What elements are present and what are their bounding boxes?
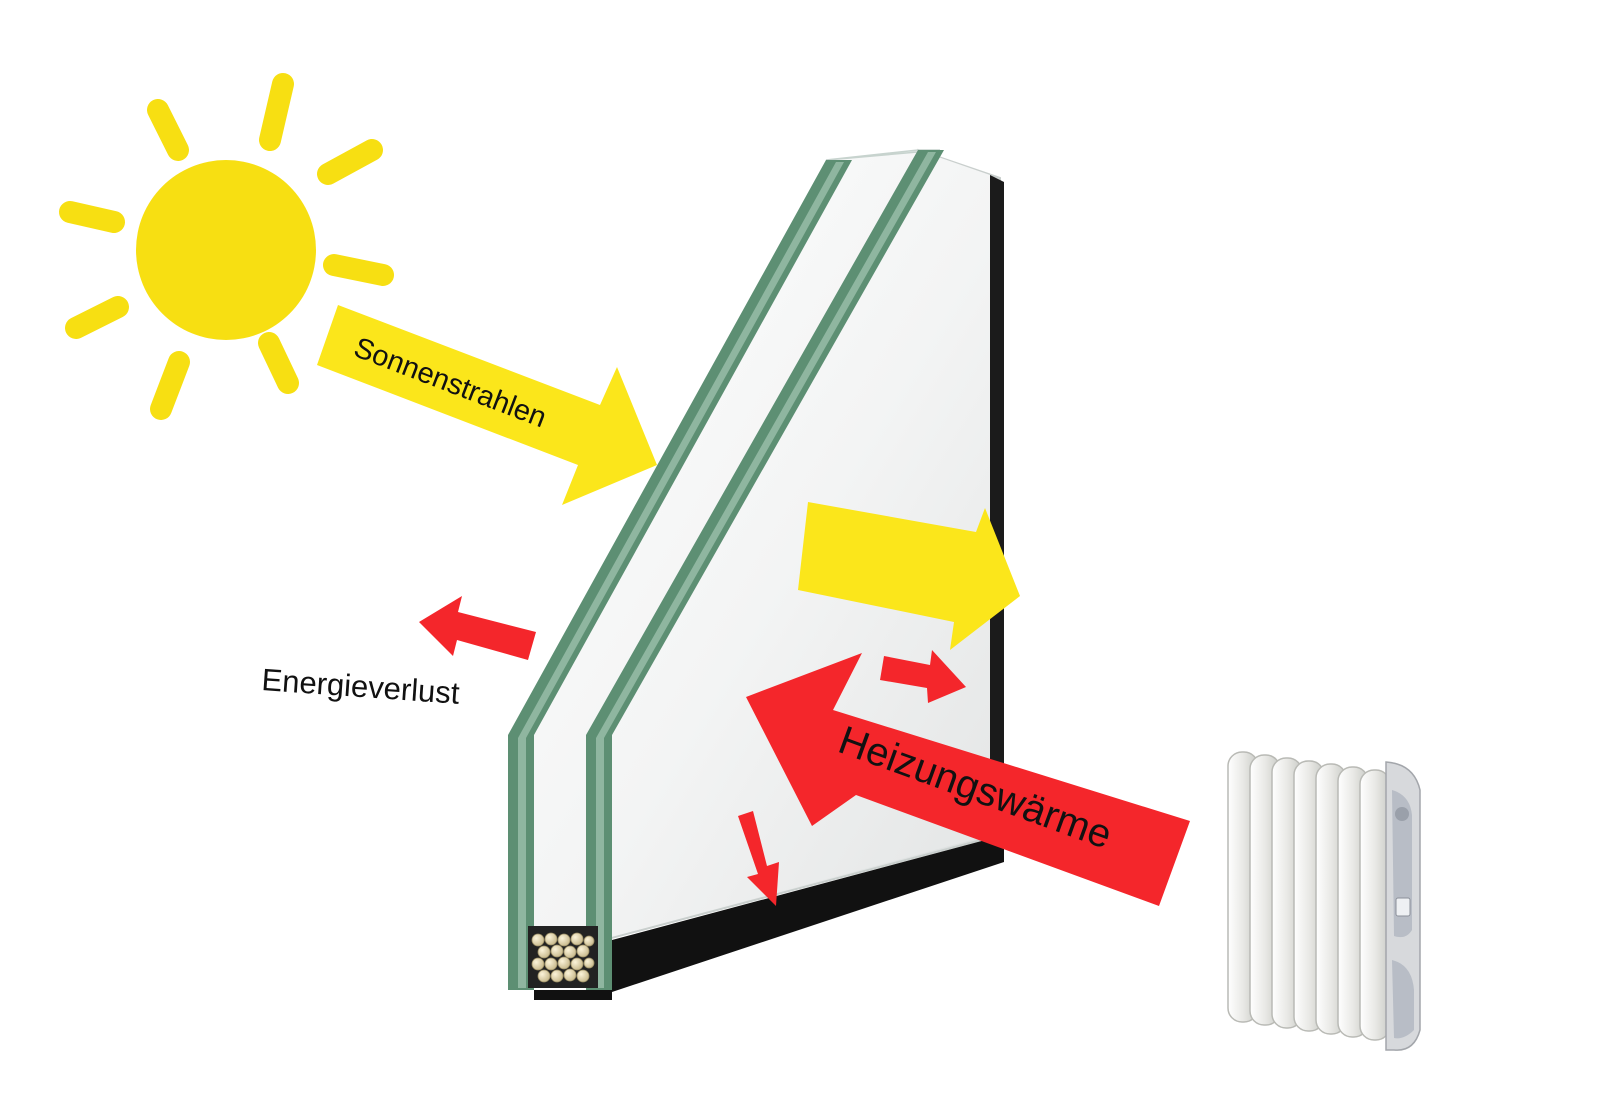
desiccant-beads	[531, 932, 595, 983]
transmitted-light-arrow	[798, 502, 1020, 650]
downward-heat-arrow	[738, 811, 779, 906]
sun-rays-arrow: Sonnenstrahlen	[317, 305, 657, 505]
reflection-arrow	[880, 650, 966, 703]
spacer-bar	[612, 835, 1004, 992]
sun-icon	[59, 73, 394, 420]
radiator-icon	[1227, 751, 1421, 1051]
energy-loss-label: Energieverlust	[261, 662, 461, 711]
energy-loss-arrow	[419, 596, 536, 660]
frame-right-edge	[990, 175, 1004, 840]
